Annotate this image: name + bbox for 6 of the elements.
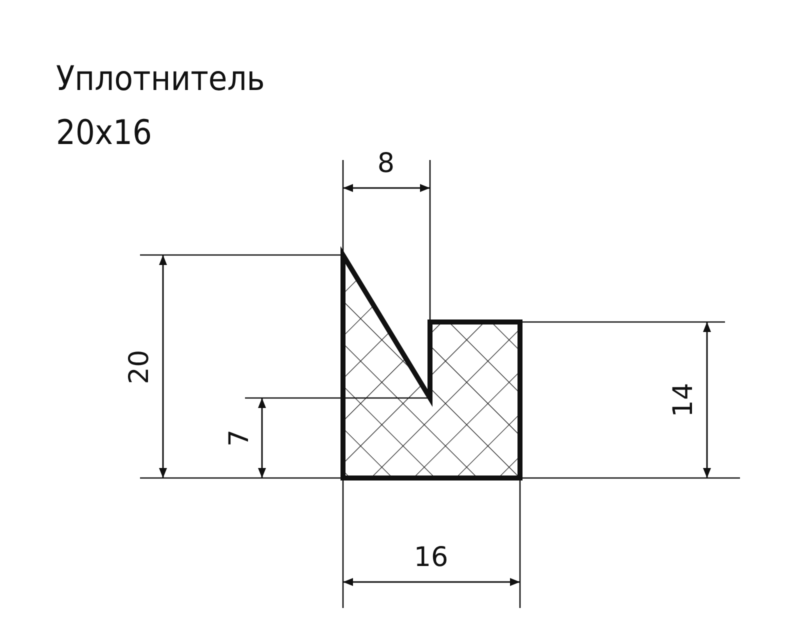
dimension-label: 8: [377, 148, 395, 179]
dimension-label: 20: [124, 350, 155, 384]
dimension-label: 14: [668, 382, 699, 418]
dimension-label: 16: [414, 542, 448, 573]
drawing-title: Уплотнитель 20x16: [56, 58, 266, 155]
dimension-label: 7: [224, 429, 255, 447]
